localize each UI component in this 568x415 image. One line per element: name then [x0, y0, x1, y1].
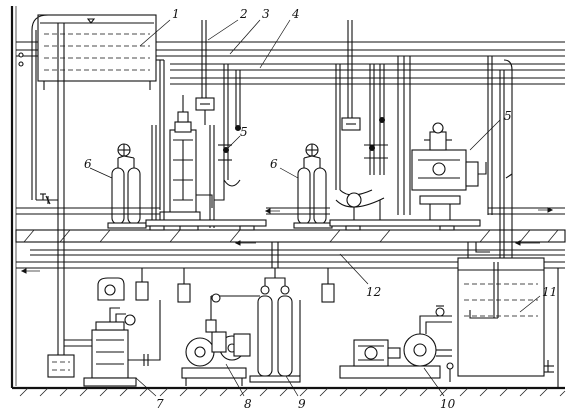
label-1: 1: [172, 7, 180, 21]
label-7: 7: [156, 397, 164, 411]
label-10: 10: [440, 397, 456, 411]
gas-cylinders-9: [249, 242, 301, 383]
compressor-unit-8: [181, 293, 260, 386]
label-8: 8: [244, 397, 252, 411]
gas-bottles-right: [293, 143, 333, 229]
test-bench-left: [145, 219, 267, 231]
label-5-right: 5: [504, 109, 512, 123]
label-5-left: 5: [240, 125, 248, 139]
pump-unit-7: [64, 300, 161, 387]
pump-unit-10: [339, 305, 454, 382]
label-12: 12: [366, 285, 381, 299]
manometers-left: [195, 20, 241, 201]
label-11: 11: [542, 285, 557, 299]
manometers-right: [335, 20, 388, 222]
leader-lines: [89, 19, 541, 397]
label-4: 4: [291, 7, 300, 21]
drain-valve-left: [36, 193, 58, 205]
test-bench-right: [329, 56, 487, 231]
elevated-water-tank: [31, 14, 165, 355]
label-2: 2: [239, 7, 248, 21]
label-6-left: 6: [84, 157, 92, 171]
label-9: 9: [298, 397, 306, 411]
lower-gauges: [97, 268, 335, 303]
reactor-column-left: [151, 95, 215, 231]
gas-bottles-left: [107, 143, 147, 229]
label-3: 3: [262, 7, 270, 21]
collecting-tank-11: [457, 257, 554, 377]
label-6-right: 6: [270, 157, 278, 171]
sump-pit: [47, 354, 75, 378]
